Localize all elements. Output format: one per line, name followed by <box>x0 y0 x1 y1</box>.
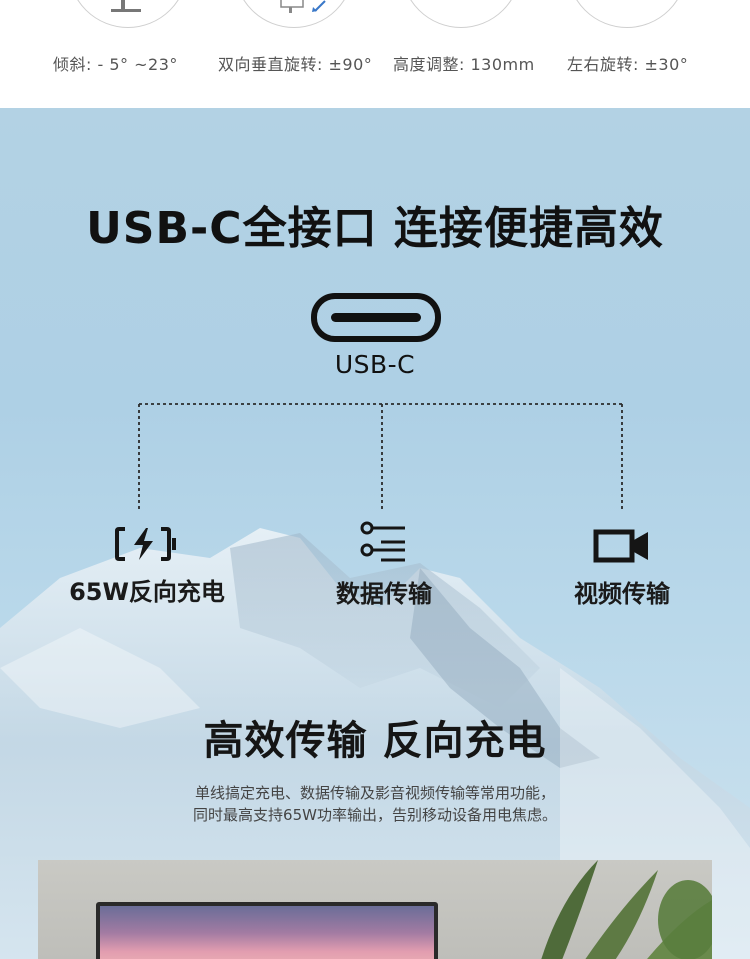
spec-circle-pivot <box>234 0 354 28</box>
data-transfer-icon <box>360 521 405 562</box>
swivel-icon <box>568 0 686 27</box>
feature-label-data: 数据传输 <box>336 580 432 608</box>
spec-strip: 倾斜: - 5° ~23° 双向垂直旋转: ±90° 高度调整: 130mm 左… <box>0 0 750 108</box>
spec-circle-height <box>401 0 521 28</box>
battery-charging-icon <box>115 527 176 561</box>
feature-label-charging: 65W反向充电 <box>69 578 225 606</box>
product-photo <box>38 860 712 959</box>
spec-label-tilt: 倾斜: - 5° ~23° <box>53 55 178 74</box>
feature-charging: 65W反向充电 <box>47 526 247 607</box>
spec-label-pivot: 双向垂直旋转: ±90° <box>218 55 373 74</box>
usb-c-port-icon <box>311 293 441 342</box>
feature-label-video: 视频传输 <box>574 580 670 608</box>
video-camera-icon <box>593 529 648 563</box>
connection-tree-lines <box>138 403 623 510</box>
height-adjust-icon <box>402 0 520 27</box>
description-line-2: 同时最高支持65W功率输出，告别移动设备用电焦虑。 <box>193 806 557 824</box>
hero-title: USB-C全接口 连接便捷高效 <box>86 203 664 254</box>
section-subtitle: 高效传输 反向充电 <box>203 718 547 764</box>
monitor-frame <box>96 902 438 959</box>
spec-circle-swivel <box>567 0 687 28</box>
plant-leaves-decoration <box>541 860 712 959</box>
feature-video: 视频传输 <box>522 528 722 609</box>
spec-label-height: 高度调整: 130mm <box>393 55 535 74</box>
tilt-stand-icon <box>111 0 141 12</box>
pivot-rotate-icon <box>280 0 326 13</box>
spec-circle-tilt <box>68 0 188 28</box>
usb-c-label: USB-C <box>334 350 416 379</box>
section-description: 单线搞定充电、数据传输及影音视频传输等常用功能， 同时最高支持65W功率输出，告… <box>0 782 750 826</box>
description-line-1: 单线搞定充电、数据传输及影音视频传输等常用功能， <box>194 784 555 802</box>
feature-data: 数据传输 <box>284 520 484 609</box>
monitor-screen <box>100 906 434 959</box>
spec-label-swivel: 左右旋转: ±30° <box>567 55 689 74</box>
hero-section: USB-C全接口 连接便捷高效 USB-C 65W反向充电 数据传 <box>0 108 750 959</box>
